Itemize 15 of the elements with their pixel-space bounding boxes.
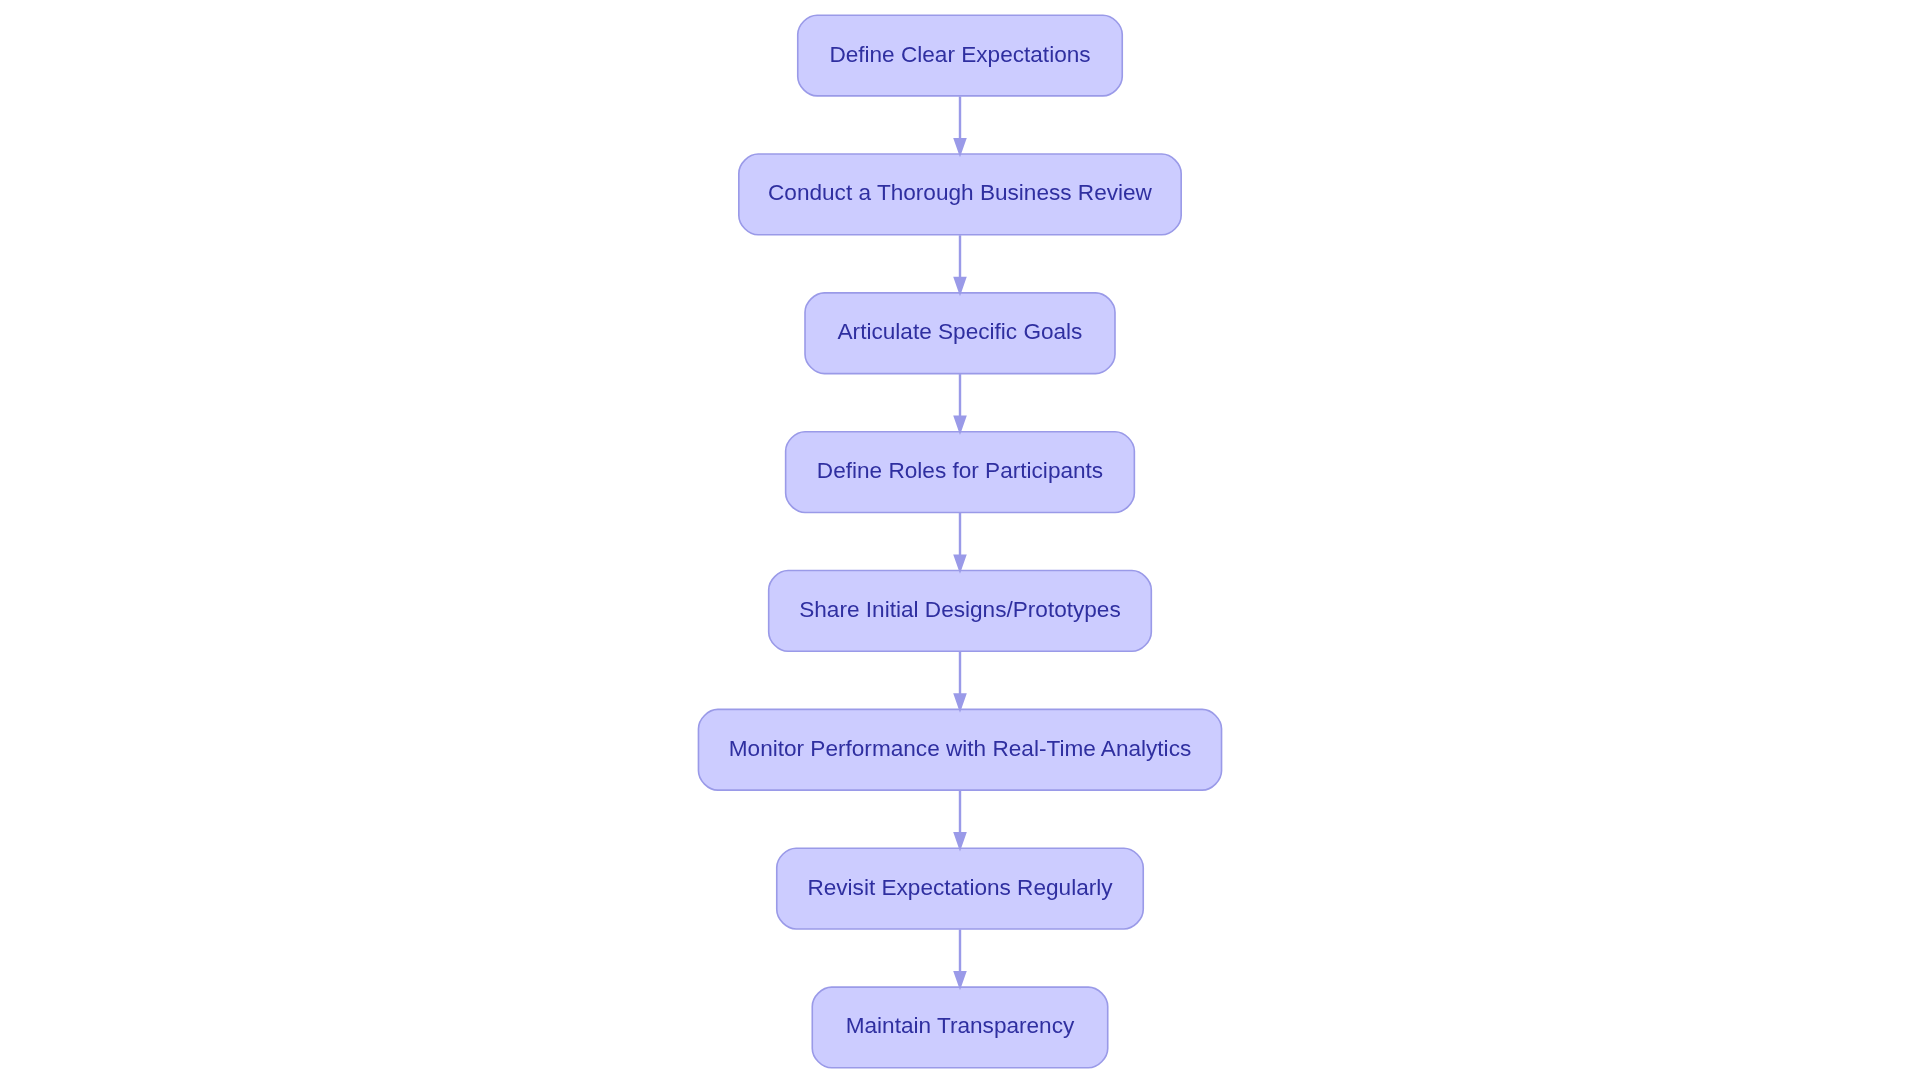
node-box: Share Initial Designs/Prototypes [767,569,1153,653]
arrow [953,790,967,852]
node-box: Maintain Transparency [811,986,1109,1069]
arrow [953,235,967,297]
node-box: Monitor Performance with Real-Time Analytics [697,708,1223,791]
arrow [953,651,967,713]
node-box: Revisit Expectations Regularly [775,847,1145,930]
node-box: Define Roles for Participants [784,430,1136,514]
arrow [953,929,967,991]
arrow [953,96,967,158]
node-box: Conduct a Thorough Business Review [738,153,1182,236]
node-box: Define Clear Expectations [796,14,1124,97]
arrow [953,512,967,574]
node-box: Articulate Specific Goals [804,292,1116,375]
arrow [953,374,967,435]
